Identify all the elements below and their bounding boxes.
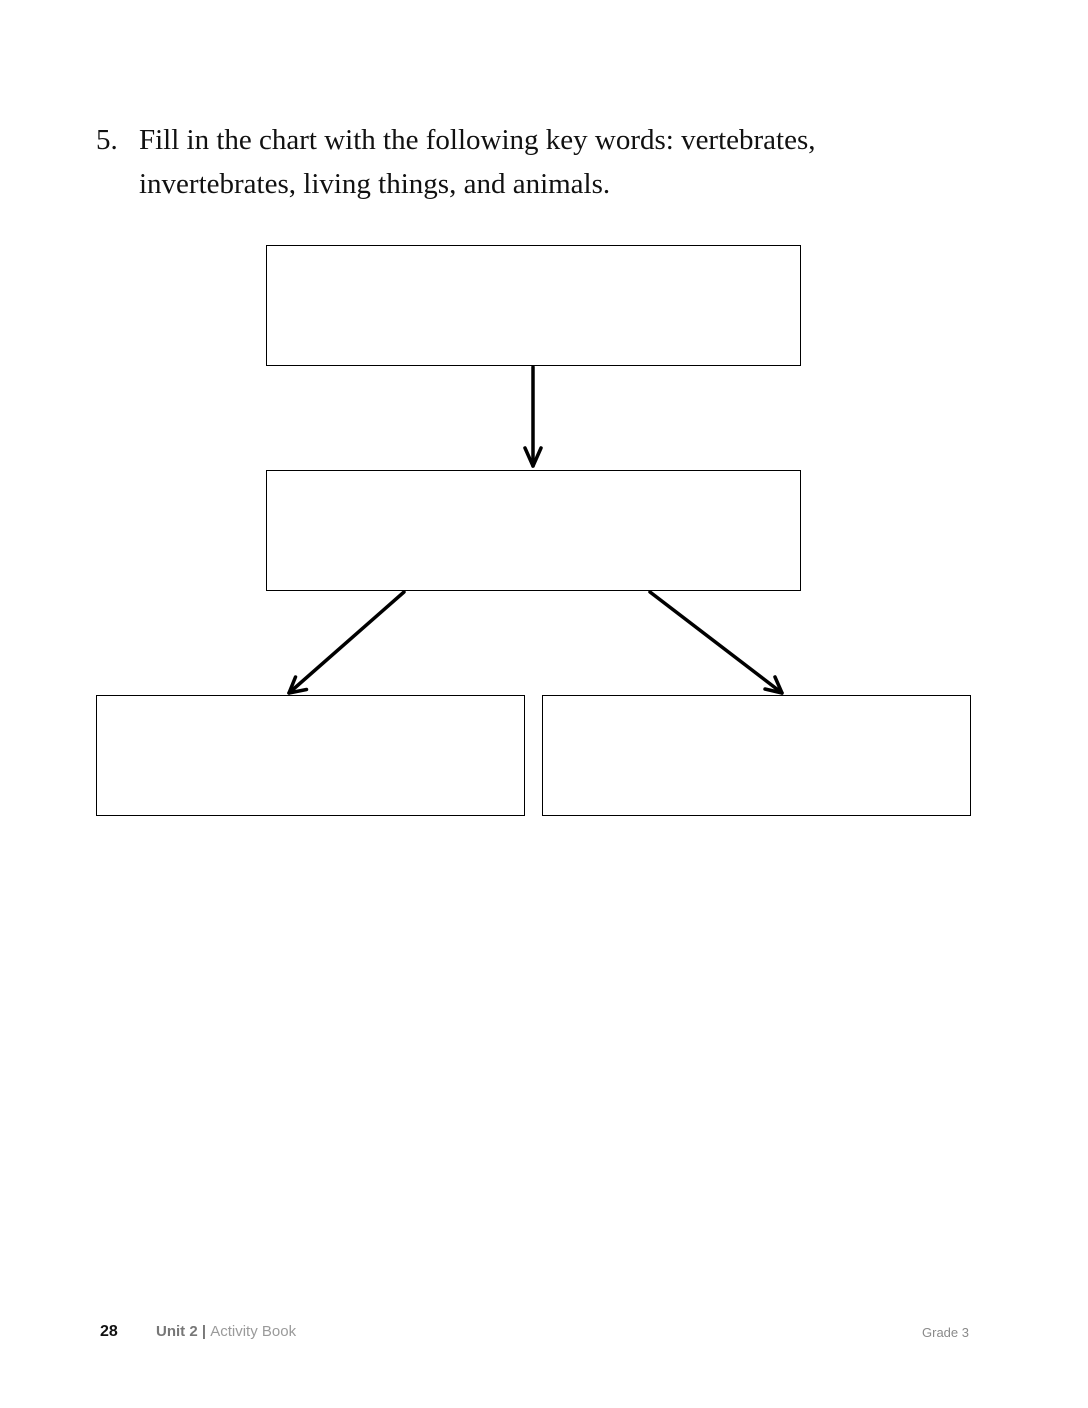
question-text: Fill in the chart with the following key… bbox=[139, 124, 816, 200]
unit-title: Unit 2 | Activity Book bbox=[156, 1323, 296, 1340]
book-title: Activity Book bbox=[210, 1323, 297, 1340]
question: 5. Fill in the chart with the following … bbox=[96, 118, 976, 206]
arrow-top-to-middle bbox=[523, 365, 543, 468]
grade-label: Grade 3 bbox=[922, 1325, 969, 1340]
arrow-middle-to-left bbox=[287, 590, 406, 695]
unit-separator: | bbox=[201, 1323, 211, 1340]
chart-box-right[interactable] bbox=[542, 695, 971, 816]
question-number: 5. bbox=[96, 124, 118, 156]
chart-box-left[interactable] bbox=[96, 695, 525, 816]
page-number: 28 bbox=[100, 1323, 118, 1340]
arrow-middle-to-right bbox=[648, 590, 784, 695]
chart-box-middle[interactable] bbox=[266, 470, 801, 591]
unit-label: Unit 2 bbox=[156, 1323, 198, 1340]
chart-box-top[interactable] bbox=[266, 245, 801, 366]
